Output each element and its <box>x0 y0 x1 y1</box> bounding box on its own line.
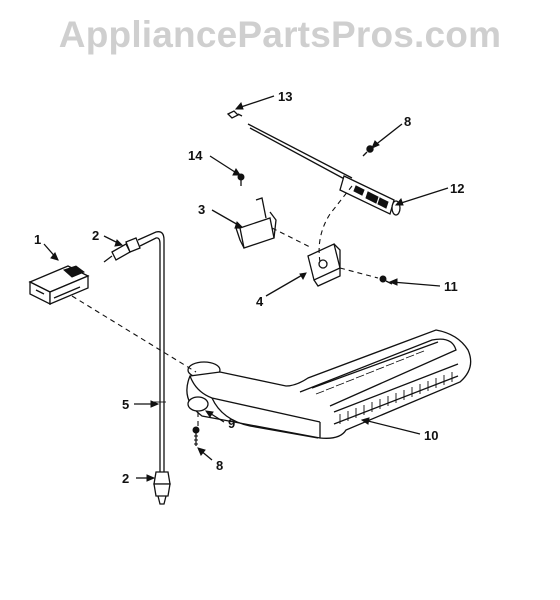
callout-9: 9 <box>228 416 235 431</box>
part-9-cap <box>187 396 209 412</box>
part-10-burner <box>186 329 472 439</box>
callout-2-top: 2 <box>92 228 99 243</box>
callout-4: 4 <box>256 294 264 309</box>
part-12-igniter <box>247 123 401 216</box>
callout-13: 13 <box>278 89 292 104</box>
callout-8-top: 8 <box>404 114 411 129</box>
watermark-logo: AppliancePartsPros.com <box>58 14 502 55</box>
callout-11: 11 <box>444 279 458 294</box>
part-8-screw-top <box>362 145 374 157</box>
callout-2-bottom: 2 <box>122 471 129 486</box>
callout-8-bottom: 8 <box>216 458 223 473</box>
callout-10: 10 <box>424 428 438 443</box>
part-4-bracket <box>307 243 341 287</box>
part-14-screw <box>237 173 245 186</box>
callout-5: 5 <box>122 397 129 412</box>
part-1-valve <box>28 265 90 306</box>
alignment-lines <box>71 185 379 426</box>
leader-lines <box>43 95 449 482</box>
callout-3: 3 <box>198 202 205 217</box>
part-5-gas-tube <box>137 231 166 472</box>
part-8-screw-bottom <box>192 426 200 446</box>
part-2-fitting-bottom <box>153 471 171 505</box>
callout-labels: 1 2 3 4 5 2 13 8 14 12 11 10 9 8 <box>34 89 464 486</box>
part-3-bracket <box>235 197 277 249</box>
callout-1: 1 <box>34 232 41 247</box>
part-13-screw <box>226 110 243 119</box>
part-11-screw <box>379 275 393 285</box>
part-2-fitting-top <box>103 237 141 263</box>
callout-12: 12 <box>450 181 464 196</box>
callout-14: 14 <box>188 148 203 163</box>
